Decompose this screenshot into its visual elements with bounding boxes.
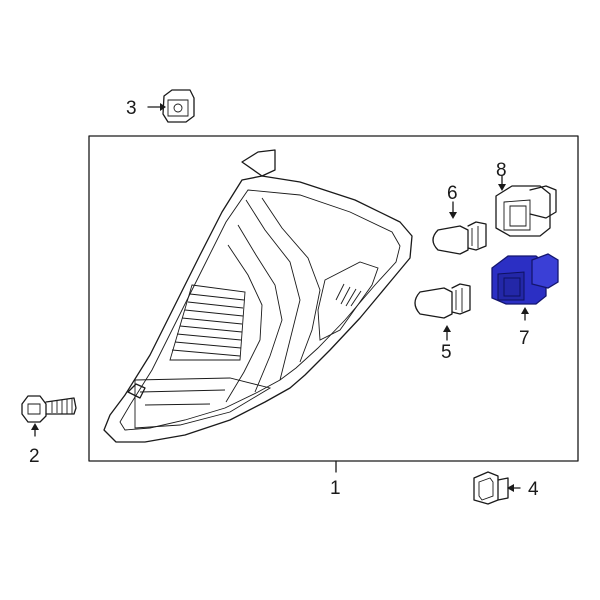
- callout-3: 3: [126, 98, 137, 119]
- callout-1: 1: [330, 478, 341, 499]
- bulb-upper-part[interactable]: [432, 221, 487, 255]
- tail-lamp-housing[interactable]: [103, 149, 413, 443]
- socket-upper-part[interactable]: [495, 185, 557, 237]
- side-lens-hatching: [335, 283, 362, 307]
- callout-5: 5: [441, 342, 452, 363]
- callout-4: 4: [528, 479, 539, 500]
- clip-nut-part[interactable]: [162, 89, 195, 123]
- arrow-7-head: [521, 307, 529, 314]
- arrow-3-head: [160, 103, 166, 111]
- bolt-part[interactable]: [21, 395, 77, 423]
- callout-8: 8: [496, 160, 507, 181]
- arrow-6-head: [449, 212, 457, 219]
- arrow-8-head: [498, 184, 506, 191]
- reflector-hatching: [171, 293, 245, 357]
- bulb-lower-part[interactable]: [414, 283, 471, 319]
- assembly-frame: [88, 135, 579, 462]
- arrow-2-head: [31, 423, 39, 430]
- callout-2: 2: [29, 446, 40, 467]
- callout-7: 7: [519, 328, 530, 349]
- arrow-4-head: [507, 484, 514, 492]
- grommet-part[interactable]: [473, 471, 509, 505]
- arrow-5-head: [443, 325, 451, 332]
- callout-6: 6: [447, 183, 458, 204]
- socket-highlighted-part[interactable]: [491, 253, 559, 305]
